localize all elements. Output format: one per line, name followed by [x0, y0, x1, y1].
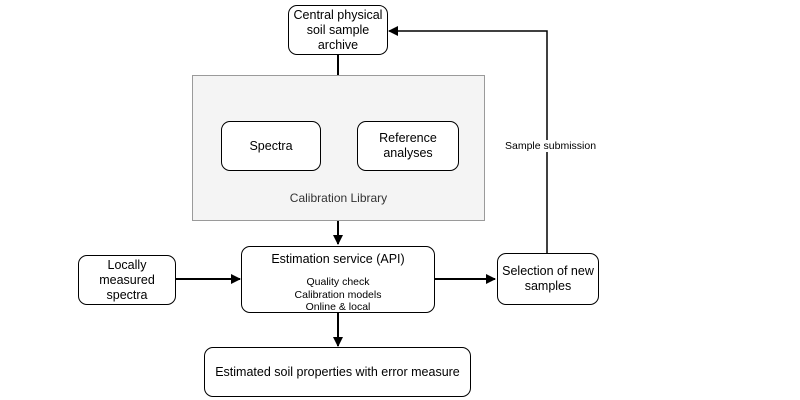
calibration-library-label: Calibration Library	[289, 191, 388, 205]
api-detail-models: Calibration models	[294, 288, 382, 301]
spectra-label: Spectra	[249, 138, 293, 153]
api-title: Estimation service (API)	[271, 252, 405, 266]
local-spectra-node: Locally measured spectra	[78, 255, 176, 305]
reference-line-1: Reference	[379, 131, 437, 145]
spectra-node: Spectra	[221, 121, 321, 171]
selection-line-1: Selection of new	[502, 264, 594, 278]
local-spectra-line-2: spectra	[106, 287, 148, 302]
archive-node: Central physical soil sample archive	[288, 5, 388, 55]
sample-submission-label: Sample submission	[503, 140, 599, 152]
estimation-service-node: Estimation service (API) Quality check C…	[241, 246, 435, 313]
selection-node: Selection of new samples	[497, 253, 599, 305]
reference-line-2: analyses	[383, 146, 433, 160]
estimated-properties-node: Estimated soil properties with error mea…	[204, 347, 471, 397]
edge-selection-to-archive	[388, 26, 548, 253]
reference-analyses-node: Reference analyses	[357, 121, 459, 171]
api-detail-quality: Quality check	[306, 276, 370, 288]
archive-line-1: Central physical	[293, 7, 383, 22]
selection-line-2: samples	[524, 279, 572, 293]
archive-line-2: soil sample	[306, 22, 370, 37]
output-label: Estimated soil properties with error mea…	[215, 364, 460, 379]
archive-line-3: archive	[317, 37, 359, 52]
local-spectra-line-1: Locally measured	[99, 257, 155, 287]
api-detail-online: Online & local	[305, 301, 371, 313]
